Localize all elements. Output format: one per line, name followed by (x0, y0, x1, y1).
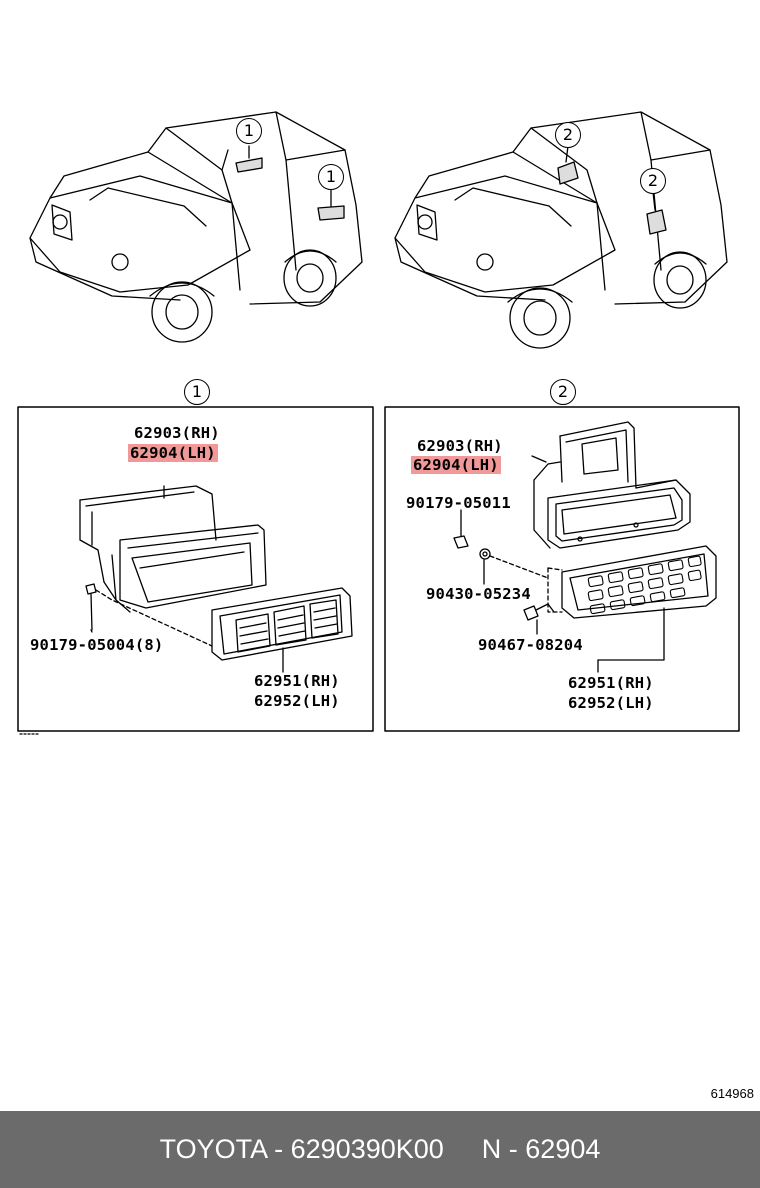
panel2-nut-label: 90430-05234 (426, 585, 531, 603)
grille-2 (561, 545, 717, 619)
panel1-part-rh-label: 62903(RH) (134, 424, 220, 442)
duct-assembly-2 (533, 421, 691, 549)
duct-assembly-1 (79, 485, 267, 613)
footer-brand-part-number: TOYOTA - 6290390K00 (159, 1134, 444, 1164)
vehicle-illustration-left (29, 111, 363, 343)
panel2-grille-rh-label: 62951(RH) (568, 674, 654, 692)
callout-1-vehicle: 1 (236, 118, 262, 144)
fastener-clip-2 (523, 603, 555, 635)
bolt-1 (85, 583, 213, 647)
panel-1-frame (17, 406, 374, 732)
parts-diagram (17, 111, 740, 735)
fastener-bolt-2 (453, 509, 469, 549)
panel2-clip-label: 90467-08204 (478, 636, 583, 654)
panel1-bolt-label: 90179-05004(8) (30, 636, 164, 654)
panel1-grille-rh-label: 62951(RH) (254, 672, 340, 690)
panel2-bolt-label: 90179-05011 (406, 494, 511, 512)
fastener-nut-2 (479, 548, 549, 585)
diagram-reference-number: 614968 (710, 1086, 754, 1101)
grille-1 (211, 587, 353, 661)
panel2-part-rh-label: 62903(RH) (417, 437, 503, 455)
callout-2-panel-header: 2 (550, 379, 576, 405)
callout-2-vehicle-side: 2 (640, 168, 666, 194)
callout-2-vehicle: 2 (555, 122, 581, 148)
callout-1-panel-header: 1 (184, 379, 210, 405)
panel1-part-lh-label-highlighted: 62904(LH) (128, 444, 218, 462)
vehicle-illustration-right (394, 111, 728, 349)
panel2-grille-lh-label: 62952(LH) (568, 694, 654, 712)
part-number-footer: TOYOTA - 6290390K00 N - 62904 (0, 1111, 760, 1188)
panel2-part-lh-label-highlighted: 62904(LH) (411, 456, 501, 474)
callout-1-vehicle-side: 1 (318, 164, 344, 190)
panel1-grille-lh-label: 62952(LH) (254, 692, 340, 710)
footer-short-part-number: N - 62904 (481, 1134, 601, 1164)
panel-2-frame (384, 406, 740, 732)
